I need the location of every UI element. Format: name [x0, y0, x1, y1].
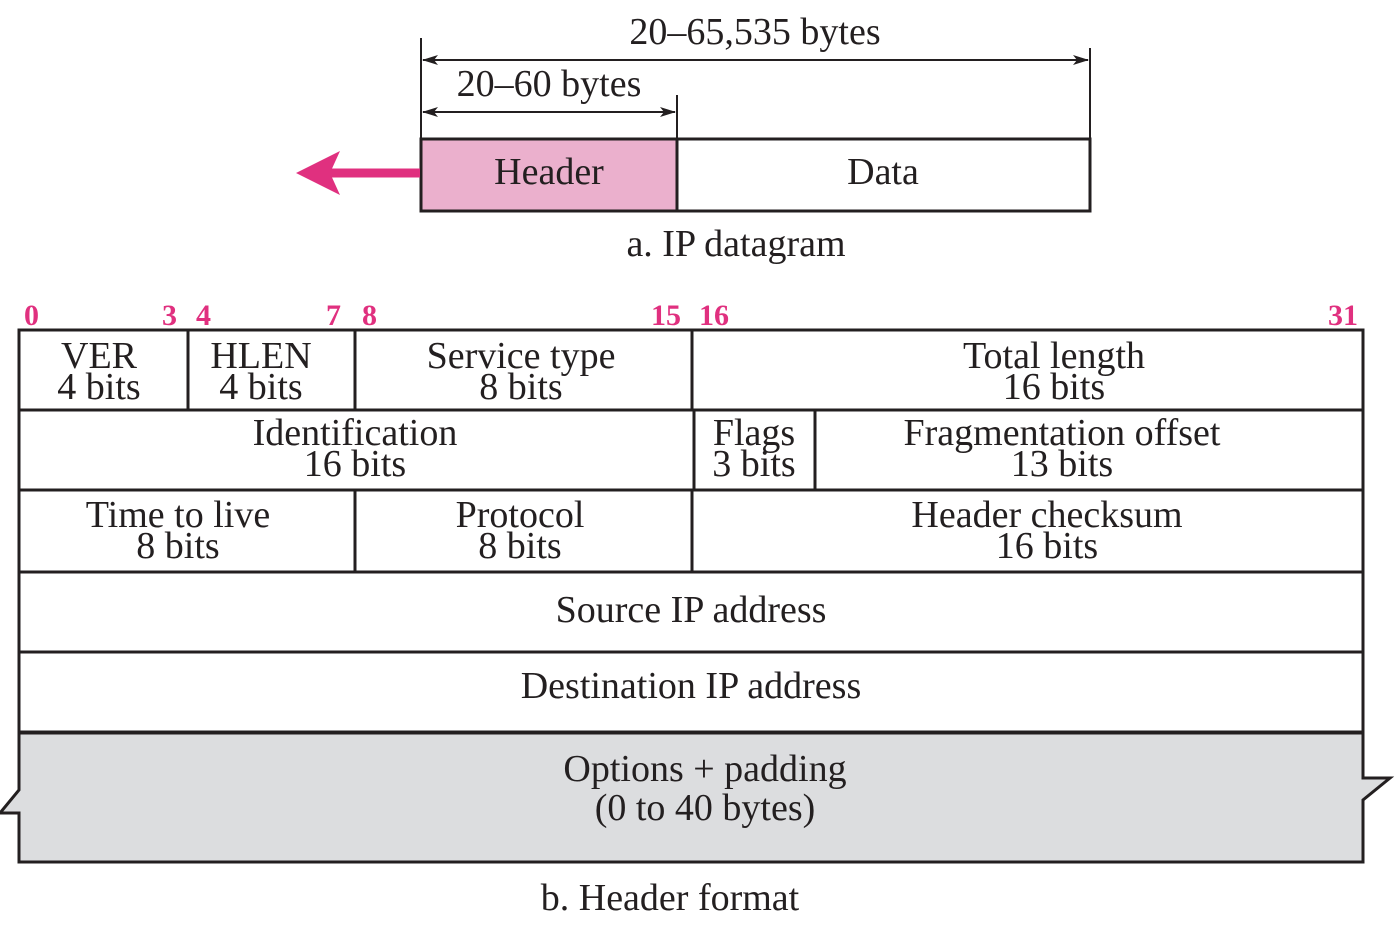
header-length-range-label: 20–60 bytes: [457, 63, 642, 105]
field-header-checksum-name: Header checksum: [911, 494, 1182, 536]
bit-number-8: 8: [362, 299, 377, 332]
field-header-checksum-size: 16 bits: [996, 525, 1098, 567]
header-format-section: 0 3 4 7 8 15 16 31 VER 4 bits HLEN 4 bit…: [0, 299, 1395, 919]
bit-number-ruler: 0 3 4 7 8 15 16 31: [24, 299, 1358, 332]
field-fragmentation-offset-size: 13 bits: [1011, 443, 1113, 485]
field-source-ip-address: Source IP address: [556, 589, 827, 631]
field-destination-ip-address: Destination IP address: [521, 665, 862, 707]
bit-number-15: 15: [651, 299, 681, 332]
field-options-size: (0 to 40 bytes): [595, 787, 816, 829]
field-hlen-size: 4 bits: [219, 366, 302, 408]
source-address-row: [17, 570, 1365, 654]
field-ttl-name: Time to live: [86, 494, 270, 536]
datagram-data-box: [675, 137, 1092, 213]
bit-number-16: 16: [699, 299, 729, 332]
datagram-section: 20–65,535 bytes 20–60 bytes Header Data …: [296, 11, 1092, 265]
field-hlen-name: HLEN: [210, 335, 311, 377]
field-service-type-size: 8 bits: [479, 366, 562, 408]
total-length-range-label: 20–65,535 bytes: [629, 11, 880, 53]
field-options-label: Options + padding: [563, 748, 846, 790]
header-expand-arrow-icon: [296, 151, 420, 195]
field-flags-size: 3 bits: [712, 443, 795, 485]
field-identification-size: 16 bits: [304, 443, 406, 485]
header-format-caption: b. Header format: [541, 877, 800, 919]
datagram-header-box: [419, 137, 679, 213]
field-total-length-name: Total length: [963, 335, 1145, 377]
field-protocol-size: 8 bits: [478, 525, 561, 567]
bit-number-7: 7: [326, 299, 341, 332]
field-ver-size: 4 bits: [57, 366, 140, 408]
options-padding-box: [0, 731, 1395, 864]
datagram-caption: a. IP datagram: [626, 223, 845, 265]
bit-number-0: 0: [24, 299, 39, 332]
bit-number-4: 4: [196, 299, 211, 332]
field-total-length-size: 16 bits: [1003, 366, 1105, 408]
field-identification-name: Identification: [253, 412, 458, 454]
field-ttl-size: 8 bits: [136, 525, 219, 567]
destination-address-row: [17, 650, 1365, 734]
field-service-type-name: Service type: [427, 335, 616, 377]
bit-number-3: 3: [162, 299, 177, 332]
field-fragmentation-offset-name: Fragmentation offset: [904, 412, 1221, 454]
field-flags-name: Flags: [713, 412, 795, 454]
bit-number-31: 31: [1328, 299, 1358, 332]
datagram-data-label: Data: [847, 151, 919, 193]
field-protocol-name: Protocol: [456, 494, 585, 536]
datagram-header-label: Header: [494, 151, 604, 193]
field-ver-name: VER: [61, 335, 138, 377]
